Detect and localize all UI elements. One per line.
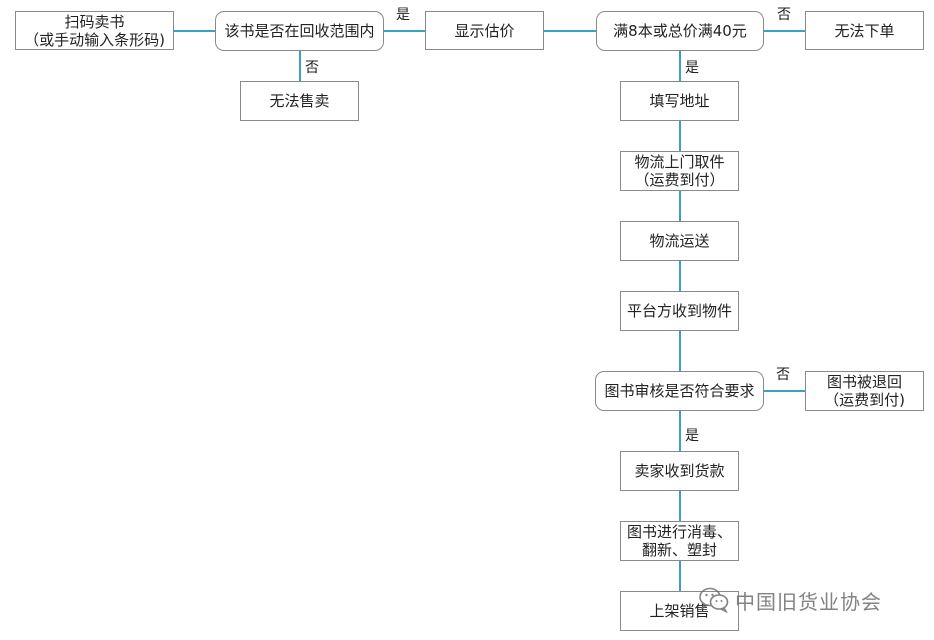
edge-label-yes-review: 是 (685, 428, 699, 444)
node-scan: 扫码卖书 （或手动输入条形码) (15, 11, 174, 50)
node-disinfect-line-1: 图书进行消毒、 (626, 523, 732, 541)
edge-label-no-review: 否 (776, 367, 790, 383)
node-transport-line-1: 物流运送 (649, 232, 710, 250)
node-show-price: 显示估价 (425, 11, 544, 50)
node-pickup-line-1: 物流上门取件 (634, 153, 725, 171)
node-no-sell-line-1: 无法售卖 (269, 92, 330, 110)
node-check-range: 该书是否在回收范围内 (215, 11, 384, 51)
node-scan-line-1: 扫码卖书 (64, 12, 125, 31)
node-paid-line-1: 卖家收到货款 (634, 462, 725, 480)
node-no-sell: 无法售卖 (240, 81, 359, 121)
node-fill-address-line-1: 填写地址 (649, 92, 710, 110)
node-review: 图书审核是否符合要求 (595, 371, 764, 411)
node-pickup: 物流上门取件 （运费到付） (620, 151, 739, 191)
node-returned-line-2: （运费到付) (824, 391, 905, 409)
node-pickup-line-2: （运费到付） (634, 171, 725, 189)
node-fill-address: 填写地址 (620, 81, 739, 121)
node-no-order: 无法下单 (805, 11, 924, 50)
watermark: 中国旧货业协会 (699, 584, 882, 616)
edge-label-no-min: 否 (777, 7, 791, 23)
edge-label-yes-min: 是 (685, 60, 699, 76)
wechat-icon (699, 587, 729, 613)
node-received: 平台方收到物件 (620, 291, 739, 331)
node-shelf-line-1: 上架销售 (649, 602, 710, 620)
node-review-line-1: 图书审核是否符合要求 (604, 382, 755, 400)
node-returned: 图书被退回 （运费到付) (805, 371, 924, 411)
node-returned-line-1: 图书被退回 (826, 373, 902, 391)
node-no-order-line-1: 无法下单 (834, 21, 895, 40)
node-disinfect: 图书进行消毒、 翻新、塑封 (620, 521, 739, 561)
edge-label-no-range: 否 (305, 60, 319, 76)
watermark-text: 中国旧货业协会 (735, 589, 882, 614)
node-paid: 卖家收到货款 (620, 451, 739, 491)
node-disinfect-line-2: 翻新、塑封 (641, 541, 717, 559)
node-check-min: 满8本或总价满40元 (596, 11, 764, 51)
node-check-range-line-1: 该书是否在回收范围内 (224, 22, 375, 40)
node-transport: 物流运送 (620, 221, 739, 261)
edge-label-yes-range: 是 (396, 7, 410, 23)
node-check-min-line-1: 满8本或总价满40元 (613, 22, 747, 40)
node-scan-line-2: （或手动输入条形码) (24, 30, 165, 49)
node-received-line-1: 平台方收到物件 (626, 302, 732, 320)
node-show-price-line-1: 显示估价 (454, 21, 515, 40)
